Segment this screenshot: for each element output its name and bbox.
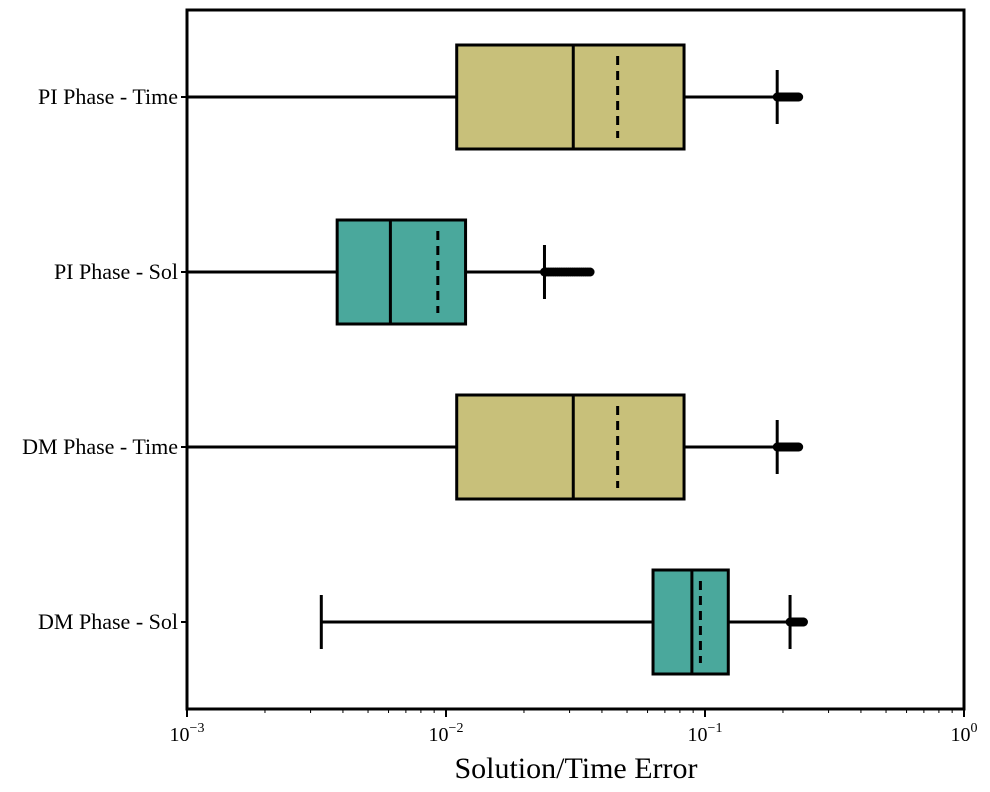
box-group xyxy=(187,393,804,501)
box-rect xyxy=(335,218,468,326)
outlier-point xyxy=(794,442,804,452)
x-axis-label: Solution/Time Error xyxy=(454,752,697,785)
box-rect xyxy=(455,393,686,501)
x-tick-label: 10−2 xyxy=(429,721,464,746)
y-axis: PI Phase - Time PI Phase - Sol DM Phase - … xyxy=(22,84,187,634)
box-group xyxy=(319,568,808,676)
y-tick-label: DM Phase - Time xyxy=(22,434,178,459)
x-axis: 10−3 10−2 10−1 100 xyxy=(170,709,978,746)
outlier-point xyxy=(585,267,595,277)
box-group xyxy=(187,43,804,151)
box-rect xyxy=(455,43,686,151)
plot-area xyxy=(185,8,966,711)
y-tick-label: DM Phase - Sol xyxy=(38,609,178,634)
x-tick-label: 10−1 xyxy=(688,721,723,746)
box-group xyxy=(187,218,595,326)
x-tick-label: 100 xyxy=(951,721,978,746)
y-tick-label: PI Phase - Sol xyxy=(54,259,178,284)
box-marks xyxy=(187,43,808,676)
outlier-point xyxy=(798,617,808,627)
x-tick-label: 10−3 xyxy=(170,721,205,746)
outlier-point xyxy=(794,92,804,102)
plot-frame xyxy=(185,8,966,711)
y-tick-label: PI Phase - Time xyxy=(38,84,178,109)
